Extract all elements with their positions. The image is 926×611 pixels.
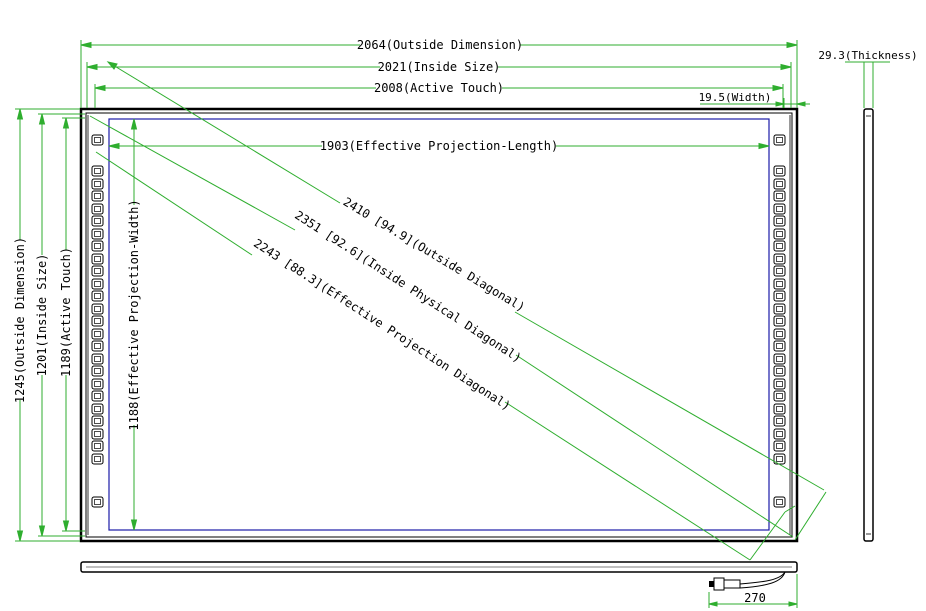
sensor-led-icon	[91, 203, 104, 215]
inner-frame	[85, 112, 793, 538]
sensor-led-icon	[91, 496, 104, 508]
inside-width-label: 2021(Inside Size)	[378, 60, 501, 74]
sensor-led-icon	[773, 428, 786, 440]
sensor-led-icon	[91, 453, 104, 465]
sensor-led-icon	[773, 440, 786, 452]
sensor-led-icon	[91, 403, 104, 415]
sensor-led-icon	[773, 253, 786, 265]
sensor-led-icon	[773, 240, 786, 252]
sensor-led-icon	[773, 496, 786, 508]
cable-length-label: 270	[744, 591, 766, 605]
sensor-led-icon	[91, 353, 104, 365]
outer-frame	[79, 107, 799, 543]
sensor-led-icon	[91, 278, 104, 290]
sensor-led-icon	[773, 378, 786, 390]
sensor-led-icon	[773, 165, 786, 177]
sensor-led-icon	[91, 240, 104, 252]
usb-connector-icon	[709, 577, 741, 591]
inside-height-label: 1201(Inside Size)	[35, 254, 49, 377]
thickness-label: 29.3(Thickness)	[818, 49, 917, 62]
sensor-led-icon	[773, 365, 786, 377]
sensor-led-icon	[773, 353, 786, 365]
active-height-label: 1189(Active Touch)	[59, 247, 73, 377]
right-sensor-column	[773, 134, 786, 508]
sensor-led-icon	[91, 365, 104, 377]
projection-width-label: 1188(Effective Projection-Width)	[127, 199, 141, 430]
sensor-led-icon	[91, 265, 104, 277]
board-front-view	[79, 107, 799, 543]
sensor-led-icon	[91, 228, 104, 240]
board-bottom-view	[80, 561, 798, 608]
sensor-led-icon	[773, 390, 786, 402]
top-dimensions	[80, 40, 810, 108]
sensor-led-icon	[773, 303, 786, 315]
diagonal-dimensions	[89, 61, 827, 561]
sensor-led-icon	[773, 215, 786, 227]
sensor-led-icon	[91, 190, 104, 202]
active-projection-area	[108, 118, 770, 531]
sensor-led-icon	[773, 290, 786, 302]
outside-width-label: 2064(Outside Dimension)	[357, 38, 523, 52]
left-sensor-column	[91, 134, 104, 508]
sensor-led-icon	[91, 178, 104, 190]
frame-width-label: 19.5(Width)	[699, 91, 772, 104]
sensor-led-icon	[91, 215, 104, 227]
sensor-led-icon	[91, 378, 104, 390]
sensor-led-icon	[773, 415, 786, 427]
sensor-led-icon	[91, 390, 104, 402]
sensor-led-icon	[91, 340, 104, 352]
sensor-led-icon	[773, 340, 786, 352]
sensor-led-icon	[91, 428, 104, 440]
sensor-led-icon	[773, 315, 786, 327]
sensor-led-icon	[773, 178, 786, 190]
sensor-led-icon	[773, 190, 786, 202]
sensor-led-icon	[773, 403, 786, 415]
sensor-led-icon	[773, 328, 786, 340]
sensor-led-icon	[91, 134, 104, 146]
sensor-led-icon	[91, 303, 104, 315]
sensor-led-icon	[773, 228, 786, 240]
sensor-led-icon	[773, 134, 786, 146]
sensor-led-icon	[773, 203, 786, 215]
sensor-led-icon	[773, 278, 786, 290]
sensor-led-icon	[91, 315, 104, 327]
board-side-view	[845, 61, 890, 542]
outside-height-label: 1245(Outside Dimension)	[13, 237, 27, 403]
left-dimensions	[15, 108, 138, 542]
sensor-led-icon	[91, 290, 104, 302]
active-width-label: 2008(Active Touch)	[374, 81, 504, 95]
sensor-led-icon	[91, 415, 104, 427]
sensor-led-icon	[91, 165, 104, 177]
projection-length-label: 1903(Effective Projection-Length)	[320, 139, 558, 153]
sensor-led-icon	[91, 253, 104, 265]
sensor-led-icon	[91, 328, 104, 340]
sensor-led-icon	[91, 440, 104, 452]
sensor-led-icon	[773, 265, 786, 277]
